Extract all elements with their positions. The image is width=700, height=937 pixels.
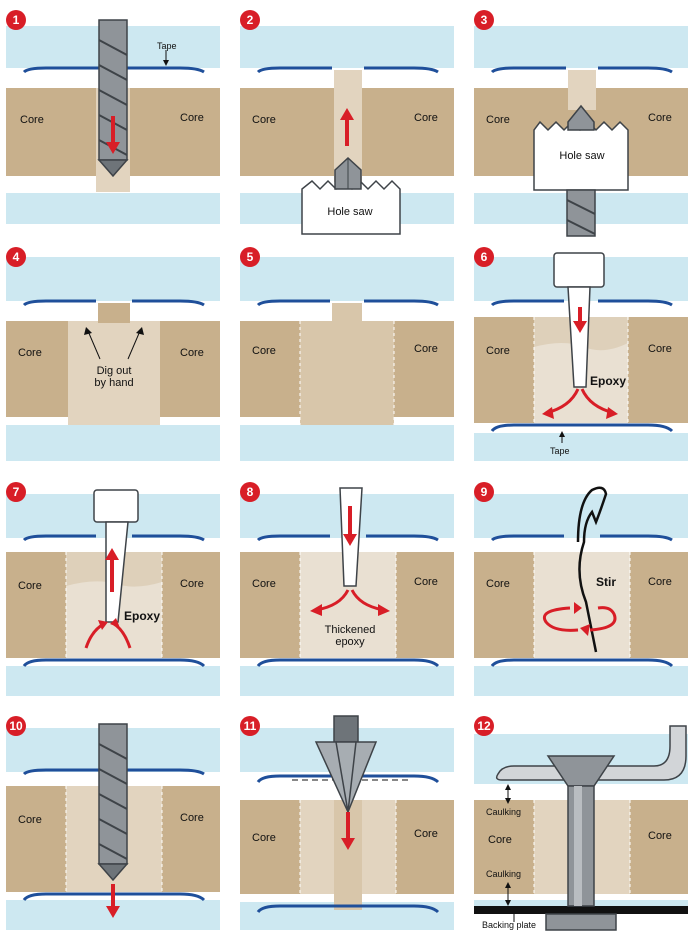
core-right-label: Core xyxy=(648,830,672,842)
epoxy-label: Epoxy xyxy=(124,609,161,623)
step-badge: 4 xyxy=(6,247,26,267)
epoxy-label: Epoxy xyxy=(590,374,627,388)
drill-bit-icon xyxy=(97,723,129,882)
panel-2-diagram xyxy=(240,26,454,235)
core-right-label: Core xyxy=(180,112,204,124)
step-badge: 9 xyxy=(474,482,494,502)
thickened-epoxy-label: Thickened epoxy xyxy=(324,624,376,648)
step-panel-9: 9 Core Core Stir xyxy=(474,482,688,696)
panel-4-diagram xyxy=(6,257,220,461)
caulking-bottom-label: Caulking xyxy=(486,869,522,879)
tool-label: Hole saw xyxy=(327,206,373,218)
step-badge: 3 xyxy=(474,10,494,30)
panel-3-diagram xyxy=(474,26,688,237)
step-badge: 5 xyxy=(240,247,260,267)
step-badge: 11 xyxy=(240,716,260,736)
core-right-label: Core xyxy=(414,576,438,588)
step-panel-8: 8 Core Core Thickened epoxy xyxy=(240,482,454,696)
core-right-label: Core xyxy=(414,828,438,840)
syringe-icon xyxy=(93,489,139,623)
step-badge: 1 xyxy=(6,10,26,30)
caulking-top-label: Caulking xyxy=(486,807,522,817)
panel-11-diagram xyxy=(240,715,454,930)
tool-label: Hole saw xyxy=(559,150,605,162)
core-left-label: Core xyxy=(252,345,276,357)
step-badge: 12 xyxy=(474,716,494,736)
core-left-label: Core xyxy=(486,345,510,357)
core-right-label: Core xyxy=(180,812,204,824)
backing-plate-label: Backing plate xyxy=(482,920,537,930)
core-left-label: Core xyxy=(486,114,510,126)
step-badge: 6 xyxy=(474,247,494,267)
core-left-label: Core xyxy=(18,814,42,826)
panel-1-diagram xyxy=(6,19,220,224)
core-right-label: Core xyxy=(180,578,204,590)
core-left-label: Core xyxy=(486,578,510,590)
step-panel-12: 12 Core Core Caulking Caulking Backing p… xyxy=(474,716,688,931)
core-right-label: Core xyxy=(648,112,672,124)
stir-wire-icon xyxy=(576,486,608,653)
core-right-label: Core xyxy=(414,112,438,124)
panel-5-diagram xyxy=(240,257,454,461)
hole-saw-icon xyxy=(533,104,629,237)
core-right-label: Core xyxy=(648,576,672,588)
step-badge: 2 xyxy=(240,10,260,30)
panel-10-diagram xyxy=(6,723,220,930)
step-badge: 7 xyxy=(6,482,26,502)
panel-7-diagram xyxy=(6,489,220,696)
core-left-label: Core xyxy=(488,834,512,846)
panel-8-diagram xyxy=(240,487,454,696)
core-left-label: Core xyxy=(252,578,276,590)
countersink-icon xyxy=(314,715,378,814)
panel-6-diagram xyxy=(474,252,688,461)
core-left-label: Core xyxy=(20,114,44,126)
step-badge: 8 xyxy=(240,482,260,502)
step-badge: 10 xyxy=(6,716,26,736)
step-panel-7: 7 Core Core Epoxy xyxy=(6,482,220,696)
hole-saw-icon xyxy=(301,156,401,235)
step-panel-11: 11 Core Core xyxy=(240,715,454,930)
core-right-label: Core xyxy=(414,343,438,355)
step-panel-6: 6 Core Core Epoxy Tape xyxy=(474,247,688,461)
panel-12-diagram xyxy=(474,725,688,931)
step-panel-4: 4 Core Core Dig out by hand xyxy=(6,247,220,461)
tape-label: Tape xyxy=(550,446,570,456)
bolt-icon xyxy=(545,755,617,931)
step-panel-1: 1 Core Core Tape xyxy=(6,10,220,224)
core-left-label: Core xyxy=(18,347,42,359)
dig-out-label: Dig out by hand xyxy=(94,365,134,389)
core-left-label: Core xyxy=(18,580,42,592)
stir-label: Stir xyxy=(596,575,617,589)
tape-label: Tape xyxy=(157,41,177,51)
step-panel-3: 3 Core Core Hole saw xyxy=(474,10,688,237)
core-right-label: Core xyxy=(180,347,204,359)
core-right-label: Core xyxy=(648,343,672,355)
syringe-icon xyxy=(553,252,605,388)
step-panel-5: 5 Core Core xyxy=(240,247,454,461)
step-panel-10: 10 Core Core xyxy=(6,716,220,930)
step-panel-2: 2 Core Core Hole saw xyxy=(240,10,454,235)
panel-9-diagram xyxy=(474,486,688,696)
core-left-label: Core xyxy=(252,114,276,126)
core-left-label: Core xyxy=(252,832,276,844)
